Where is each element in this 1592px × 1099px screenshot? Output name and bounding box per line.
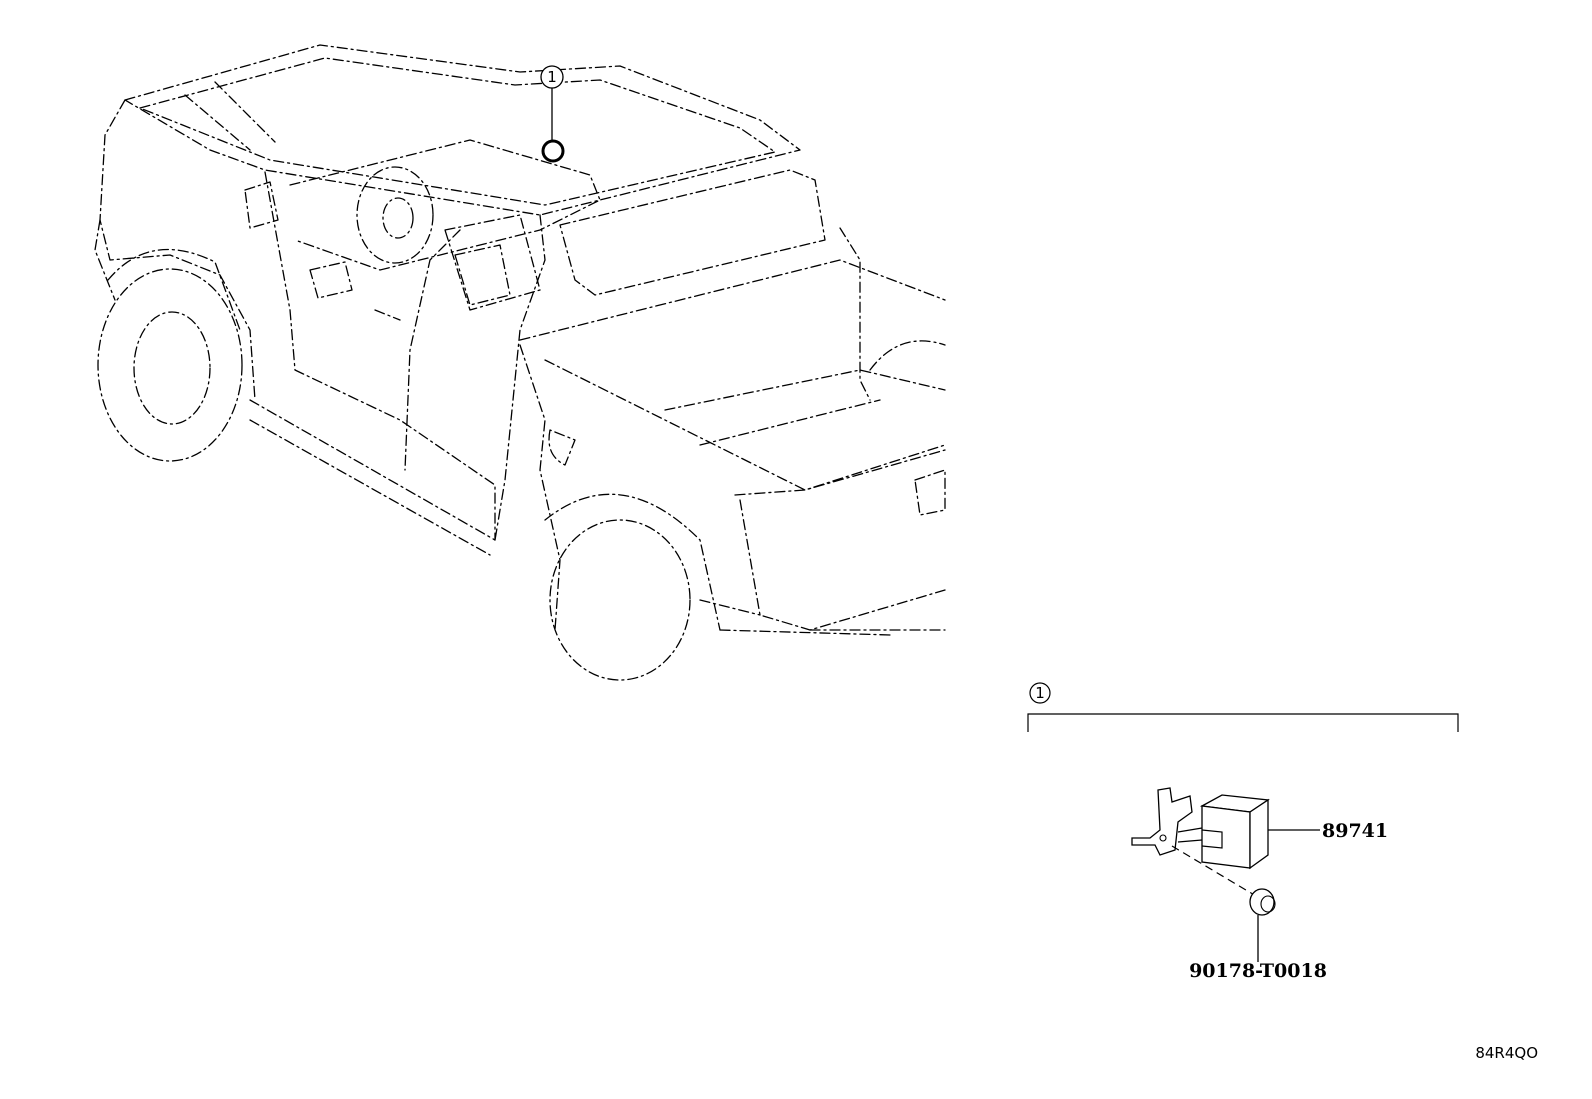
b-pillar <box>494 214 546 541</box>
mounting-bracket <box>1131 787 1193 856</box>
detail-ref-circle <box>1029 682 1051 704</box>
cab-roof <box>124 44 801 216</box>
nut-inner <box>1260 895 1276 913</box>
side-mirror <box>244 181 279 229</box>
detail-view: 1 89741 90178-T0018 <box>1027 682 1459 982</box>
rear-wheel-tire <box>549 519 691 681</box>
front-door-opening <box>264 171 496 541</box>
callout-ref-number: 1 <box>547 68 557 86</box>
part-number-90178-t0018: 90178-T0018 <box>1189 960 1327 982</box>
figure-code: 84R4QO <box>1475 1044 1538 1062</box>
roof-rack <box>184 81 276 151</box>
rear-bumper <box>699 599 946 636</box>
rear-wheel-arch <box>544 493 721 631</box>
front-wheel-arch <box>107 248 241 331</box>
dashboard <box>289 139 601 271</box>
part-location-marker <box>541 139 565 163</box>
bed-floor <box>664 369 946 446</box>
sensor-module-front <box>1201 805 1251 869</box>
front-fender <box>99 99 256 401</box>
fuel-door <box>548 429 576 466</box>
rear-quarter <box>519 344 561 631</box>
front-wheel-rim <box>133 311 211 425</box>
sensor-module-side <box>1249 798 1269 870</box>
bed-side-top <box>544 359 946 491</box>
part-number-89741: 89741 <box>1322 820 1388 842</box>
steering-hub <box>382 197 414 239</box>
assembly-line <box>1171 845 1257 897</box>
bracket-arm <box>1177 827 1203 843</box>
cab-rear-wall <box>559 169 826 296</box>
bed-wall-right <box>839 227 871 401</box>
detail-bracket-line <box>1027 713 1459 732</box>
seat <box>454 244 511 306</box>
roof-inner <box>139 57 776 206</box>
rear-door-line <box>404 229 461 471</box>
bed-front-rail <box>519 259 946 341</box>
tail-light <box>914 469 946 516</box>
center-console <box>444 214 541 311</box>
sensor-connector <box>1201 829 1223 849</box>
floor-pedals <box>309 261 401 321</box>
rocker-panel <box>249 399 496 556</box>
vehicle-illustration <box>94 44 946 681</box>
front-bumper <box>94 219 116 301</box>
vehicle-callout: 1 <box>540 65 565 163</box>
tailgate <box>734 449 946 631</box>
detail-ref-number: 1 <box>1035 684 1045 702</box>
spare-tire <box>869 340 946 371</box>
bracket-hole <box>1159 834 1167 842</box>
front-wheel-tire <box>97 268 243 462</box>
steering-wheel <box>356 166 434 264</box>
